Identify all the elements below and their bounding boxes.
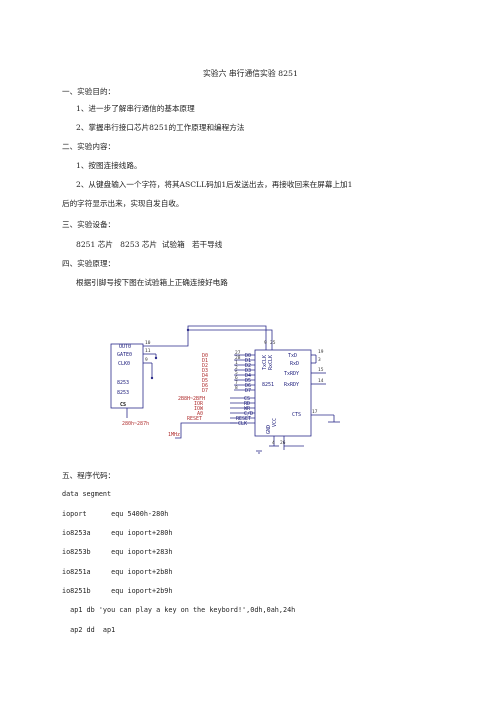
purpose-item-2: 2、掌握串行接口芯片8251的工作原理和编程方法 (76, 123, 245, 132)
svg-text:IOW: IOW (194, 406, 204, 412)
circuit-schematic: OUT0 GATE0 CLK0 10 11 9 8253 8253 CS 280… (110, 325, 340, 454)
purpose-item-1: 1、进一步了解串行通信的基本原理 (76, 104, 195, 113)
svg-text:RD: RD (244, 401, 250, 407)
svg-text:RESET: RESET (187, 416, 202, 422)
svg-text:D0: D0 (245, 353, 251, 359)
pin-clk0: CLK0 (118, 361, 130, 367)
svg-text:9: 9 (145, 357, 148, 363)
svg-text:VCC: VCC (272, 418, 278, 427)
svg-text:D1: D1 (245, 358, 251, 364)
svg-text:D4: D4 (202, 373, 208, 379)
svg-text:CS: CS (244, 396, 250, 402)
purpose-heading: 一、实验目的： (62, 87, 116, 96)
clock-label: 1MHz (168, 432, 180, 438)
svg-text:6: 6 (235, 375, 238, 381)
code-line: io8251a equ ioport+2b8h (62, 568, 173, 576)
svg-text:15: 15 (318, 367, 324, 373)
svg-text:D2: D2 (202, 363, 208, 369)
code-heading: 五、程序代码： (62, 471, 116, 480)
svg-text:D5: D5 (202, 378, 208, 384)
code-line: io8253a equ ioport+280h (62, 529, 173, 537)
page-title: 实验六 串行通信实验 8251 (203, 69, 298, 78)
svg-text:TxD: TxD (288, 353, 297, 359)
svg-text:RxD: RxD (290, 361, 299, 367)
svg-text:17: 17 (312, 409, 318, 415)
data-bus-lines (234, 354, 255, 391)
svg-text:2B8H~2BFH: 2B8H~2BFH (178, 396, 205, 402)
svg-text:GND: GND (266, 425, 272, 434)
code-line: io8251b equ ioport+2b9h (62, 587, 173, 595)
svg-text:WR: WR (244, 406, 251, 412)
content-item-1: 1、按图连接线路。 (76, 161, 142, 170)
svg-text:5: 5 (235, 370, 238, 376)
svg-text:11: 11 (145, 348, 151, 354)
svg-text:C/D: C/D (244, 411, 253, 417)
svg-text:2: 2 (235, 365, 238, 371)
pin-out0: OUT0 (119, 344, 131, 350)
svg-text:IOR: IOR (194, 401, 204, 407)
svg-text:D7: D7 (245, 388, 251, 394)
chip-8253-label-top: 8253 (117, 380, 129, 386)
principle-heading: 四、实验原理： (62, 259, 116, 268)
svg-text:28: 28 (235, 355, 241, 361)
svg-text:14: 14 (318, 378, 324, 384)
svg-text:A0: A0 (197, 411, 203, 417)
svg-text:19: 19 (318, 349, 324, 355)
svg-text:CLK: CLK (238, 421, 247, 427)
svg-text:D0: D0 (202, 353, 208, 359)
code-line: data segment (62, 490, 112, 498)
svg-text:D5: D5 (245, 378, 251, 384)
chip-8251-box (254, 349, 312, 437)
svg-text:8251: 8251 (262, 382, 274, 388)
svg-text:TxRDY: TxRDY (284, 371, 299, 377)
code-line: ap2 dd ap1 (62, 626, 116, 634)
chip-8253-cs: CS (120, 402, 126, 408)
content-item-2: 2、从键盘输入一个字符，将其ASCLL码加1后发送出去，再接收回来在屏幕上加1 (76, 180, 353, 189)
svg-text:D7: D7 (202, 388, 208, 394)
svg-text:10: 10 (145, 340, 151, 346)
svg-text:D3: D3 (202, 368, 208, 374)
svg-text:3: 3 (318, 357, 321, 363)
principle-text: 根据引脚号按下图在试验箱上正确连接好电路 (76, 278, 228, 287)
svg-text:RESET: RESET (236, 416, 251, 422)
equipment-heading: 三、实验设备： (62, 220, 116, 229)
svg-text:D2: D2 (245, 363, 251, 369)
content-heading: 二、实验内容： (62, 142, 116, 151)
svg-text:RxCLK: RxCLK (268, 355, 274, 370)
svg-text:TxCLK: TxCLK (262, 355, 268, 370)
svg-text:25: 25 (270, 340, 276, 346)
svg-text:9: 9 (264, 340, 267, 346)
code-line: io8253b equ ioport+283h (62, 548, 173, 556)
svg-text:8: 8 (235, 385, 238, 391)
svg-text:D6: D6 (245, 383, 251, 389)
svg-text:D4: D4 (245, 373, 251, 379)
svg-text:1: 1 (235, 360, 238, 366)
svg-text:4: 4 (272, 440, 275, 446)
svg-text:26: 26 (280, 440, 286, 446)
content-item-2-cont: 后的字符显示出来，实现自发自收。 (62, 199, 184, 208)
svg-text:D6: D6 (202, 383, 208, 389)
svg-text:CTS: CTS (292, 412, 301, 418)
svg-text:7: 7 (235, 380, 238, 386)
svg-text:D3: D3 (245, 368, 251, 374)
svg-text:RxRDY: RxRDY (284, 382, 299, 388)
svg-text:D1: D1 (202, 358, 208, 364)
chip-8253-label: 8253 (117, 390, 129, 396)
code-line: ioport equ 5400h-280h (62, 510, 169, 518)
addr-8253: 280h~287h (122, 421, 149, 427)
code-line: ap1 db 'you can play a key on the keybor… (62, 606, 296, 614)
svg-text:27: 27 (235, 350, 241, 356)
pin-gate0: GATE0 (117, 352, 132, 358)
equipment-text: 8251 芯片 8253 芯片 试验箱 若干导线 (76, 240, 223, 249)
